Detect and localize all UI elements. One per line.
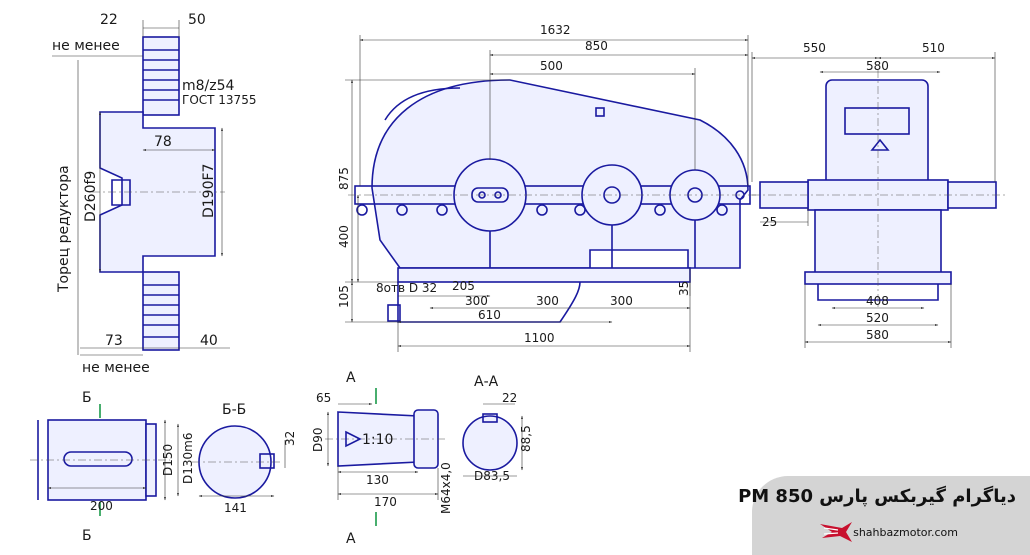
- dim-300-c: 300: [610, 294, 633, 308]
- note-min-bottom: не менее: [82, 360, 150, 376]
- section-marker-b-top: Б: [82, 390, 92, 406]
- dim-d260: D260f9: [83, 171, 99, 222]
- section-title-b: Б-Б: [222, 402, 246, 418]
- dim-d130: D130m6: [181, 433, 195, 484]
- dim-88-5: 88,5: [519, 425, 533, 452]
- badge-website[interactable]: shahbazmotor.com: [853, 526, 958, 539]
- dim-580-bottom: 580: [866, 328, 889, 342]
- dim-35: 35: [677, 281, 691, 296]
- taper-label: 1:10: [362, 432, 393, 448]
- gear-wheel-section: 22 50 не менее m8/z54 ГОСТ 13755 Торец р…: [52, 12, 256, 376]
- dim-73: 73: [105, 333, 123, 349]
- dim-510: 510: [922, 41, 945, 55]
- gearbox-face-label: Торец редуктора: [56, 165, 72, 293]
- dim-d190: D190F7: [201, 164, 217, 218]
- dim-408: 408: [866, 294, 889, 308]
- thread-label: M64х4,0: [439, 462, 453, 514]
- dim-300-b: 300: [536, 294, 559, 308]
- gearbox-front-view: 1632 850 500 875 400 105 8отв D 32 205 3…: [337, 23, 760, 352]
- gost-label: ГОСТ 13755: [182, 93, 256, 107]
- note-min-top: не менее: [52, 38, 120, 54]
- dim-40: 40: [200, 333, 218, 349]
- dim-65: 65: [316, 391, 331, 405]
- dim-500: 500: [540, 59, 563, 73]
- dim-1632: 1632: [540, 23, 571, 37]
- holes-label: 8отв D 32: [376, 281, 437, 295]
- section-marker-a-top: А: [346, 370, 356, 386]
- section-marker-a-bottom: А: [346, 531, 356, 547]
- gear-module-label: m8/z54: [182, 78, 235, 94]
- dim-520: 520: [866, 311, 889, 325]
- input-shaft-a: А А 65 D90 1:10 130 170 M64х4,0 А-А 22 8…: [311, 370, 533, 547]
- badge-title: دیاگرام گیربکس پارس PM 850: [738, 486, 1016, 507]
- dim-400: 400: [337, 225, 351, 248]
- dim-200: 200: [90, 499, 113, 513]
- brand-badge: دیاگرام گیربکس پارس PM 850 shahbazmotor.…: [738, 476, 1030, 555]
- dim-170: 170: [374, 495, 397, 509]
- dim-610: 610: [478, 308, 501, 322]
- section-marker-b-bottom: Б: [82, 528, 92, 544]
- dim-105: 105: [337, 285, 351, 308]
- dim-300-a: 300: [465, 294, 488, 308]
- dim-141: 141: [224, 501, 247, 515]
- dim-25: 25: [762, 215, 777, 229]
- dim-875: 875: [337, 167, 351, 190]
- dim-d150: D150: [161, 444, 175, 476]
- brand-logo-icon: [820, 522, 852, 542]
- dim-205: 205: [452, 279, 475, 293]
- dim-22: 22: [100, 12, 118, 28]
- dim-580-top: 580: [866, 59, 889, 73]
- dim-130: 130: [366, 473, 389, 487]
- dim-d83-5: D83,5: [474, 469, 510, 483]
- output-shaft-b: Б Б D150 D130m6 200 Б-Б 32 141: [30, 390, 297, 544]
- section-title-a: А-А: [474, 374, 499, 390]
- dim-50: 50: [188, 12, 206, 28]
- dim-1100: 1100: [524, 331, 555, 345]
- dim-32: 32: [283, 431, 297, 446]
- dim-d90: D90: [311, 427, 325, 452]
- dim-78: 78: [154, 134, 172, 150]
- dim-550: 550: [803, 41, 826, 55]
- dim-850: 850: [585, 39, 608, 53]
- dim-22: 22: [502, 391, 517, 405]
- gearbox-side-view: 550 510 580 25 408 520 580: [751, 41, 1005, 348]
